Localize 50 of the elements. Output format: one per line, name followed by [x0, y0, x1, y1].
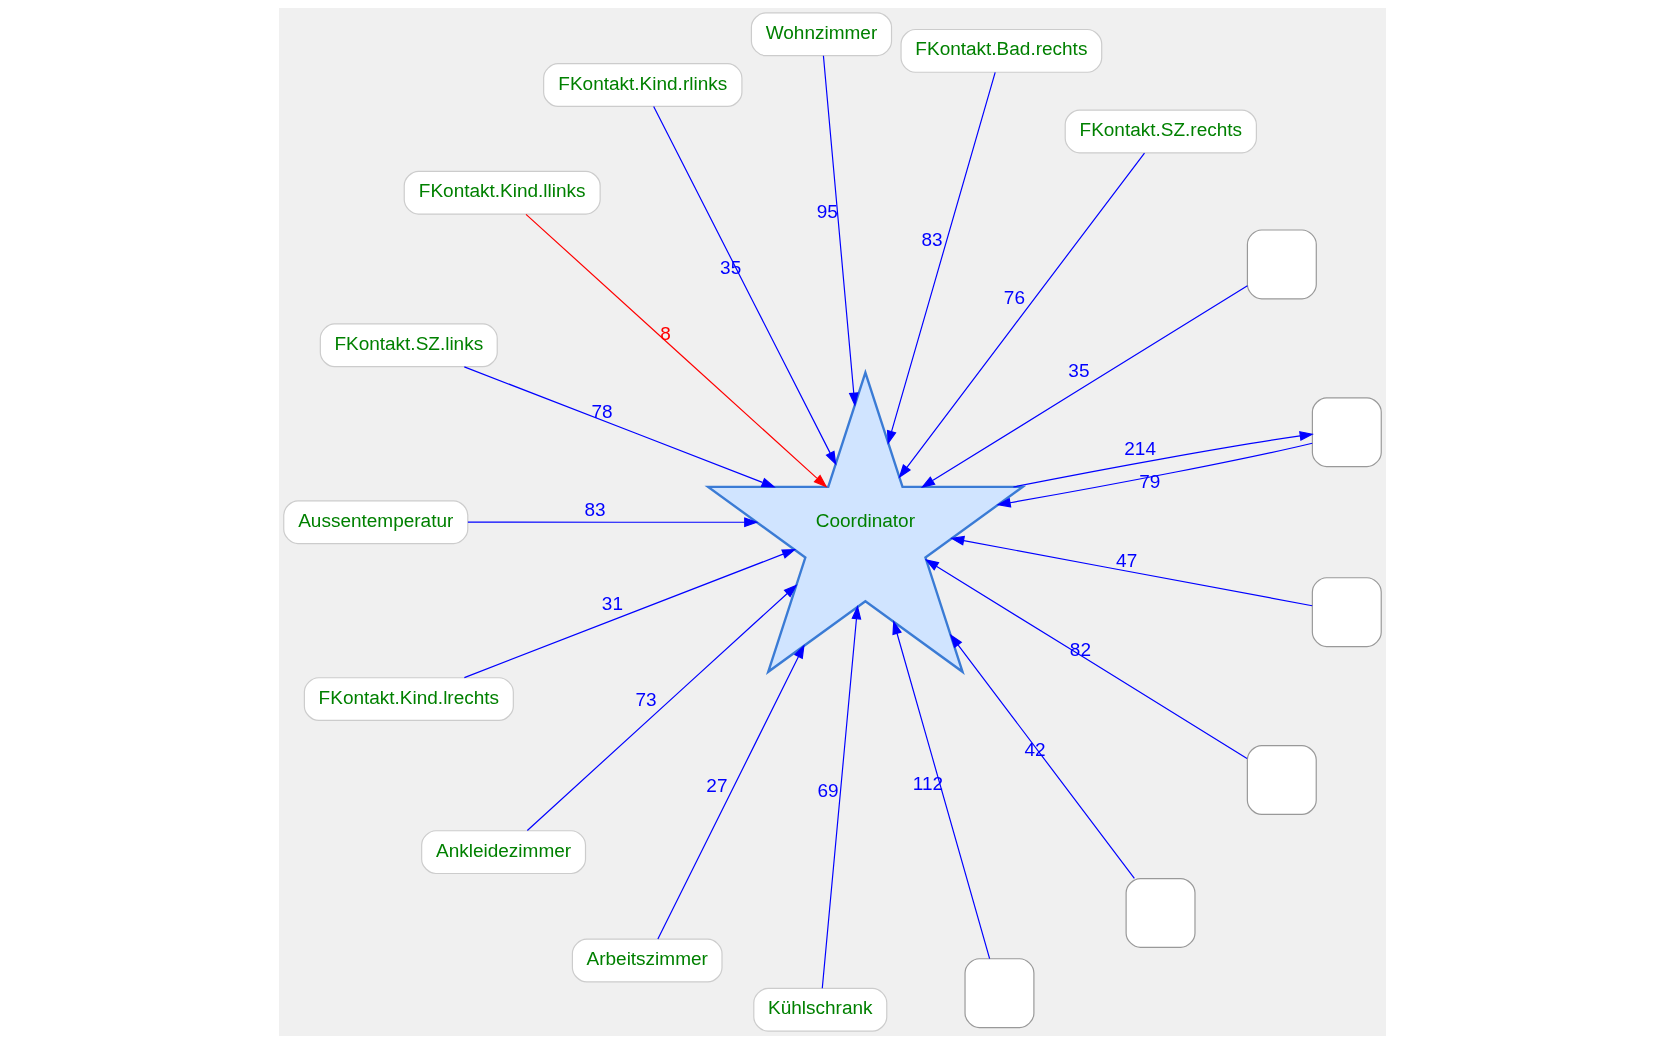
node-box: [1311, 577, 1382, 648]
edge-label: 82: [1069, 639, 1091, 661]
arrow: [891, 620, 990, 960]
arrow: [949, 535, 1313, 607]
node-box: FKontakt.Kind.rlinks: [542, 63, 742, 108]
edge-label: 69: [817, 780, 839, 802]
arrow: [949, 633, 1135, 879]
edge-label: 35: [1067, 359, 1089, 381]
arrow: [524, 213, 827, 488]
node-box: Ankleidezimmer: [420, 830, 586, 875]
node-box: [1311, 397, 1382, 468]
edge-label: 27: [705, 774, 727, 796]
arrow: [886, 71, 996, 445]
node-box: FKontakt.SZ.rechts: [1064, 109, 1257, 154]
arrow: [821, 605, 861, 989]
arrow: [466, 517, 758, 528]
arrow: [1012, 431, 1314, 488]
arrow: [526, 584, 797, 832]
edge-label: 31: [601, 592, 623, 614]
arrow: [463, 366, 776, 488]
arrow: [897, 152, 1145, 479]
edge-label: 47: [1115, 549, 1137, 571]
node-box: FKontakt.Kind.lrechts: [303, 677, 514, 722]
arrow: [822, 55, 859, 407]
node-box: [963, 958, 1034, 1029]
node-box: [1246, 744, 1317, 815]
edge-label: 78: [591, 401, 613, 423]
edge-label: 8: [659, 323, 671, 345]
node-box: [1125, 877, 1196, 948]
arrow: [920, 285, 1248, 488]
node-box: [1246, 229, 1317, 300]
edge-label: 95: [816, 201, 838, 223]
edge-label: 76: [1003, 286, 1025, 308]
node-box: Aussentemperatur: [282, 500, 468, 545]
edge-label: 214: [1123, 438, 1156, 460]
node-box: Arbeitszimmer: [571, 938, 723, 983]
arrow: [656, 644, 805, 940]
node-box: Kühlschrank: [752, 987, 887, 1032]
edge-label: 83: [921, 228, 943, 250]
node-box: Wohnzimmer: [750, 12, 892, 57]
edge-label: 79: [1138, 471, 1160, 493]
arrow: [463, 549, 796, 679]
node-box: FKontakt.SZ.links: [319, 323, 498, 368]
arrow: [924, 558, 1248, 760]
node-box: FKontakt.Bad.rechts: [899, 28, 1102, 73]
edge-label: 73: [634, 688, 657, 710]
arrow: [652, 105, 836, 466]
node-box: FKontakt.Kind.llinks: [403, 170, 601, 215]
arrow: [995, 442, 1313, 508]
edge-label: 83: [583, 499, 606, 521]
